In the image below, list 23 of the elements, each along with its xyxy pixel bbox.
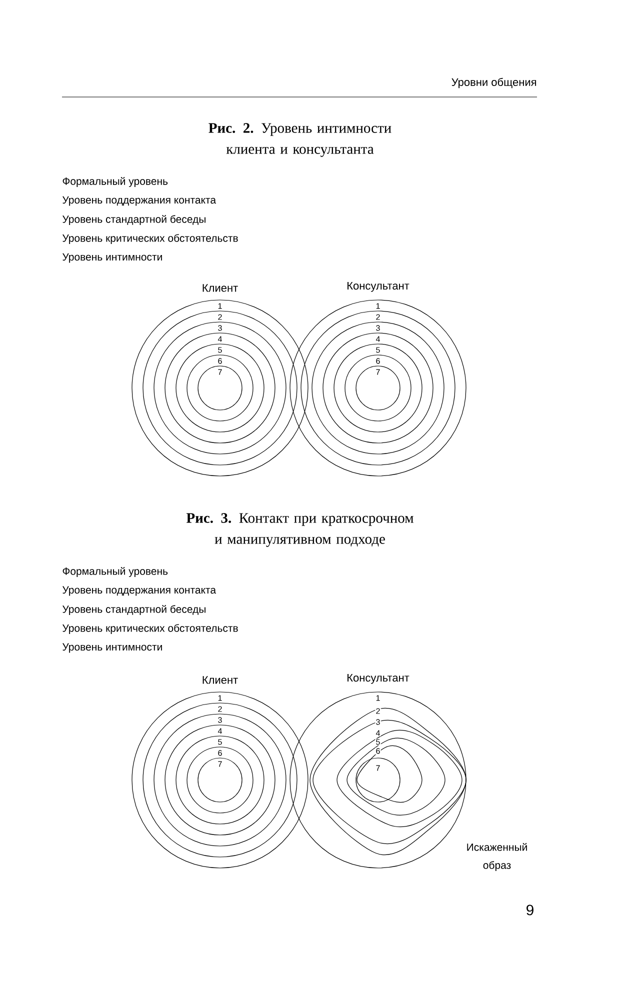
node-label: Клиент — [202, 676, 238, 684]
ring: 7 — [198, 366, 242, 410]
level-name: Формальный уровень — [62, 567, 168, 577]
level-name: Уровень стандартной беседы — [62, 605, 206, 615]
running-header: Уровни общения — [452, 78, 536, 88]
level-name: Уровень критических обстоятельств — [62, 624, 238, 634]
ring: 7 — [356, 758, 400, 802]
level-name: Уровень поддержания контакта — [62, 196, 216, 206]
ring: 7 — [356, 366, 400, 410]
level-name: Уровень критических обстоятельств — [62, 234, 238, 244]
level-name: Уровень интимности — [62, 643, 162, 653]
node-label: Консультант — [348, 282, 410, 292]
level-name: Уровень поддержания контакта — [62, 586, 216, 596]
annotation-text: Искаженный образ — [467, 843, 527, 871]
node-label: Консультант — [348, 674, 410, 684]
page-number: 9 — [526, 904, 534, 916]
level-name: Формальный уровень — [62, 177, 168, 187]
ring: 7 — [198, 758, 242, 802]
figure-caption: Рис. 3. Контакт при краткосрочном и манипулятивном подходе — [186, 513, 414, 547]
node-label: Клиент — [202, 284, 238, 292]
level-name: Уровень интимности — [62, 253, 162, 263]
level-name: Уровень стандартной беседы — [62, 215, 206, 225]
figure-caption: Рис. 2. Уровень интимности клиента и консультанта — [208, 123, 392, 157]
